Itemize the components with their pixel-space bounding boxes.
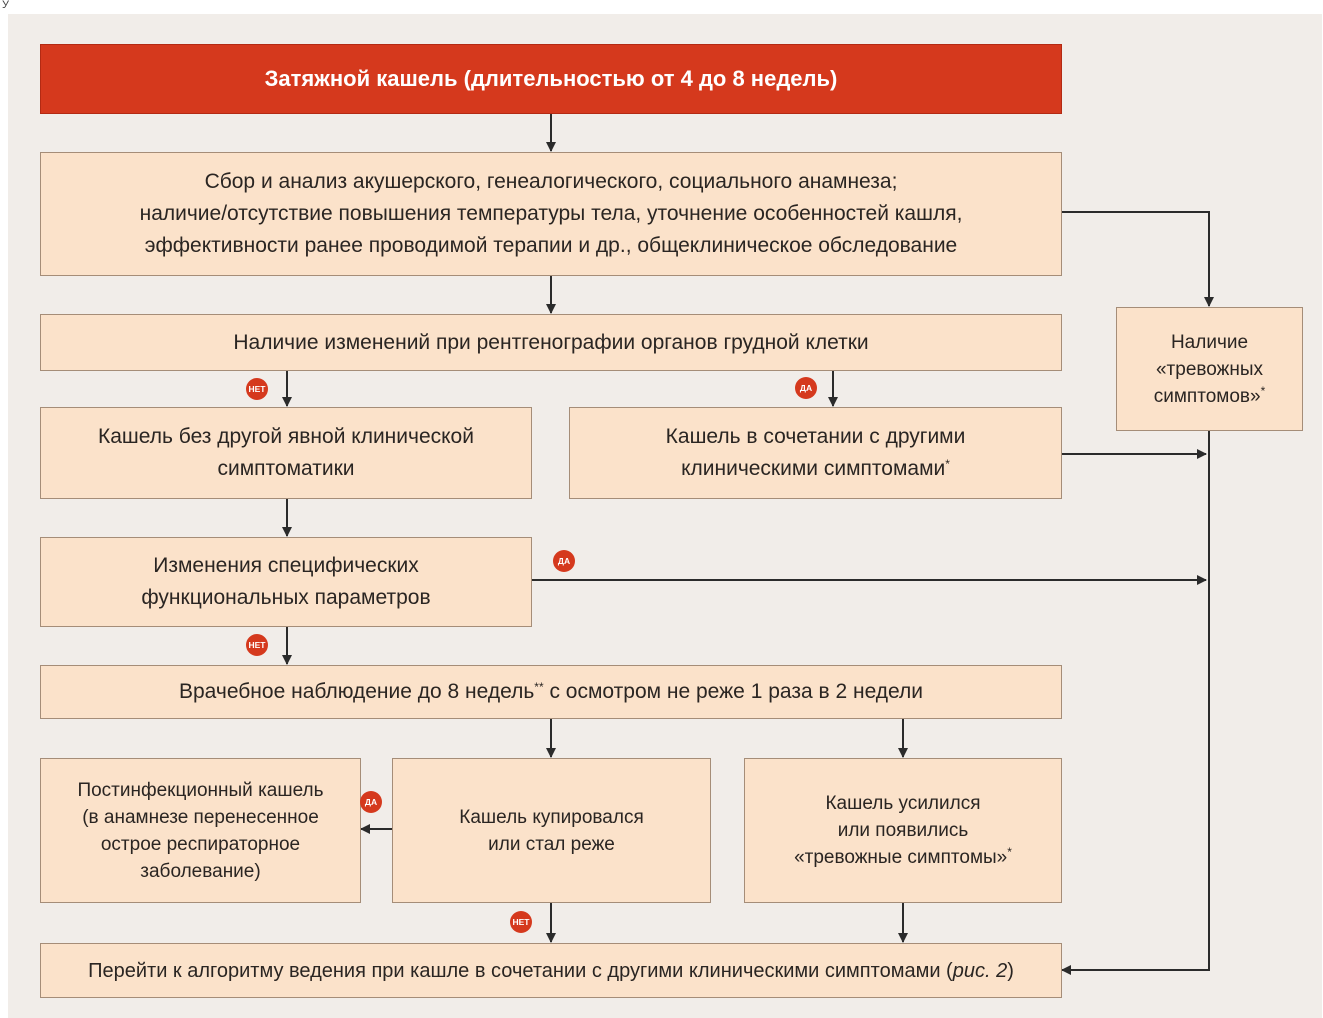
cough-worsened-box: Кашель усилился или появились «тревожные… xyxy=(744,758,1062,903)
final-box: Перейти к алгоритму ведения при кашле в … xyxy=(40,943,1062,998)
cough-combined-footnote-mark: * xyxy=(945,457,950,471)
final-text-start: Перейти к алгоритму ведения при кашле в … xyxy=(88,959,953,982)
badge-yes-functional: ДА xyxy=(553,550,575,572)
cough-combined-box: Кашель в сочетании с другими клиническим… xyxy=(569,407,1062,499)
badge-yes-xray: ДА xyxy=(795,377,817,399)
arrow-anamnesis-to-alarm xyxy=(1061,211,1214,307)
badge-yes-resolved: ДА xyxy=(360,791,382,813)
alarm-footnote-mark: * xyxy=(1260,383,1266,398)
title-text: Затяжной кашель (длительностью от 4 до 8… xyxy=(264,66,838,91)
alarm-symptoms-text: Наличие «тревожных симптомов» xyxy=(1153,331,1263,407)
xray-text: Наличие изменений при рентгенографии орг… xyxy=(233,330,869,354)
anamnesis-box: Сбор и анализ акушерского, генеалогическ… xyxy=(40,152,1062,276)
final-figure-reference: рис. 2 xyxy=(952,959,1008,982)
badge-no-xray: НЕТ xyxy=(246,378,268,400)
alarm-symptoms-box: Наличие «тревожных симптомов»* xyxy=(1116,307,1303,431)
cough-plain-text: Кашель без другой явной клинической симп… xyxy=(98,425,474,480)
title-box: Затяжной кашель (длительностью от 4 до 8… xyxy=(40,44,1062,114)
functional-params-text: Изменения специфических функциональных п… xyxy=(141,554,431,609)
observation-text-start: Врачебное наблюдение до 8 недель xyxy=(178,680,535,703)
cough-worsened-footnote-mark: * xyxy=(1007,845,1012,859)
observation-text-end: с осмотром не реже 1 раза в 2 недели xyxy=(543,680,924,703)
anamnesis-text: Сбор и анализ акушерского, генеалогическ… xyxy=(139,170,963,257)
observation-footnote-mark: ** xyxy=(534,680,544,694)
badge-no-functional: НЕТ xyxy=(246,634,268,656)
cough-resolved-box: Кашель купировался или стал реже xyxy=(392,758,711,903)
final-text-end: ) xyxy=(1007,959,1014,982)
corner-text: У xyxy=(2,0,9,11)
xray-box: Наличие изменений при рентгенографии орг… xyxy=(40,314,1062,371)
postinfectious-text: Постинфекционный кашель (в анамнезе пере… xyxy=(77,779,324,882)
cough-resolved-text: Кашель купировался или стал реже xyxy=(459,806,644,855)
arrow-alarm-to-final xyxy=(1061,431,1210,975)
postinfectious-box: Постинфекционный кашель (в анамнезе пере… xyxy=(40,758,361,903)
cough-worsened-text: Кашель усилился или появились «тревожные… xyxy=(794,793,1008,868)
observation-box: Врачебное наблюдение до 8 недель** с осм… xyxy=(40,665,1062,719)
functional-params-box: Изменения специфических функциональных п… xyxy=(40,537,532,627)
cough-combined-text: Кашель в сочетании с другими клиническим… xyxy=(665,425,966,480)
badge-no-resolved: НЕТ xyxy=(510,911,532,933)
cough-plain-box: Кашель без другой явной клинической симп… xyxy=(40,407,532,499)
